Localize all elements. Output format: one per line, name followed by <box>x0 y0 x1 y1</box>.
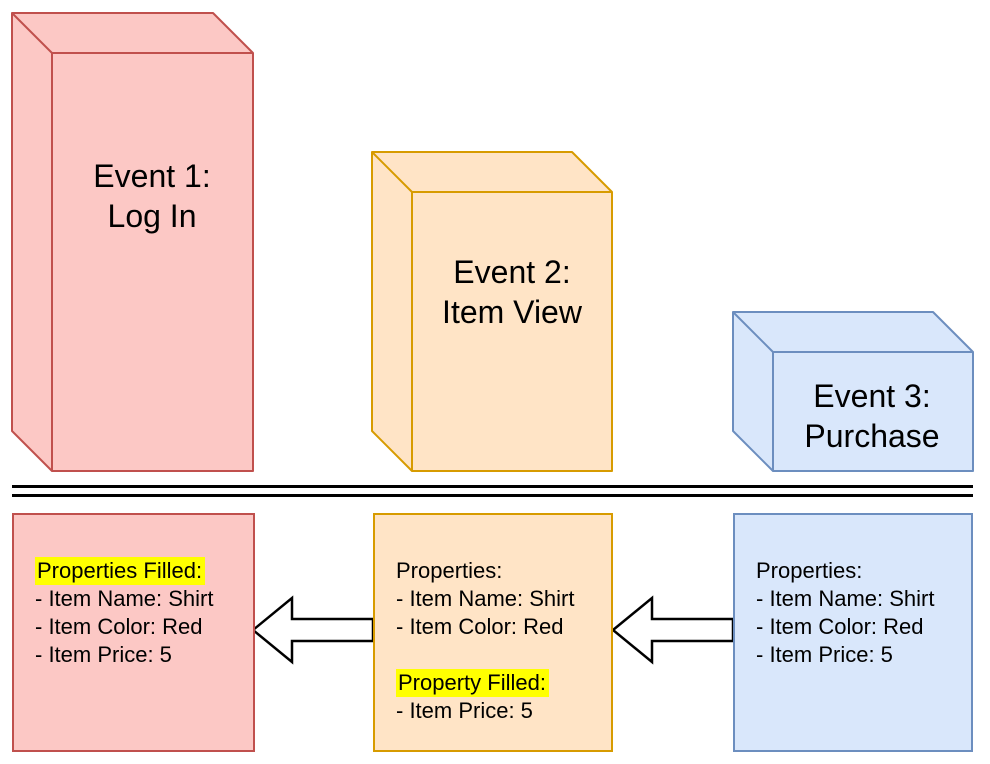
event-2-label: Event 2: Item View <box>382 252 642 332</box>
event-2-cube <box>371 151 613 472</box>
property-line: Property Filled: <box>396 669 603 697</box>
property-line: Properties: <box>756 558 863 583</box>
highlighted-property-heading: Property Filled: <box>396 669 549 697</box>
property-line: - Item Name: Shirt <box>396 586 575 611</box>
event-1-properties-box: Properties Filled: - Item Name: Shirt - … <box>12 513 255 752</box>
property-line-blank <box>396 641 603 669</box>
event-1-cube-body <box>11 12 254 472</box>
property-line: Properties: <box>396 558 503 583</box>
property-line: - Item Color: Red <box>396 614 564 639</box>
arrow-event2-to-event1 <box>251 595 375 665</box>
property-line: - Item Color: Red <box>756 614 924 639</box>
event-2-cube-edges <box>371 151 612 471</box>
highlighted-property-heading: Properties Filled: <box>35 557 206 585</box>
property-line: Properties Filled: <box>35 557 245 585</box>
event-1-label-line1: Event 1: <box>93 158 211 194</box>
event-3-label: Event 3: Purchase <box>742 376 990 456</box>
event-2-label-line2: Item View <box>442 294 582 330</box>
arrow-event3-to-event2 <box>611 595 735 665</box>
property-line: - Item Price: 5 <box>35 642 172 667</box>
event-1-cube-edges <box>11 12 253 471</box>
property-line: - Item Color: Red <box>35 614 203 639</box>
event-3-label-line2: Purchase <box>804 418 940 454</box>
property-line: - Item Price: 5 <box>396 698 533 723</box>
property-line: - Item Name: Shirt <box>756 586 935 611</box>
event-2-properties-box: Properties: - Item Name: Shirt - Item Co… <box>373 513 613 752</box>
event-3-properties-box: Properties: - Item Name: Shirt - Item Co… <box>733 513 973 752</box>
event-1-label-line2: Log In <box>107 198 197 234</box>
property-line: - Item Price: 5 <box>756 642 893 667</box>
event-2-label-line1: Event 2: <box>453 254 571 290</box>
event-3-cube-edges <box>732 311 973 471</box>
event-3-cube <box>732 311 974 472</box>
event-3-label-line1: Event 3: <box>813 378 931 414</box>
property-line: - Item Name: Shirt <box>35 586 214 611</box>
event-1-label: Event 1: Log In <box>22 156 282 236</box>
event-2-cube-body <box>371 151 613 472</box>
event-1-cube <box>11 12 254 472</box>
